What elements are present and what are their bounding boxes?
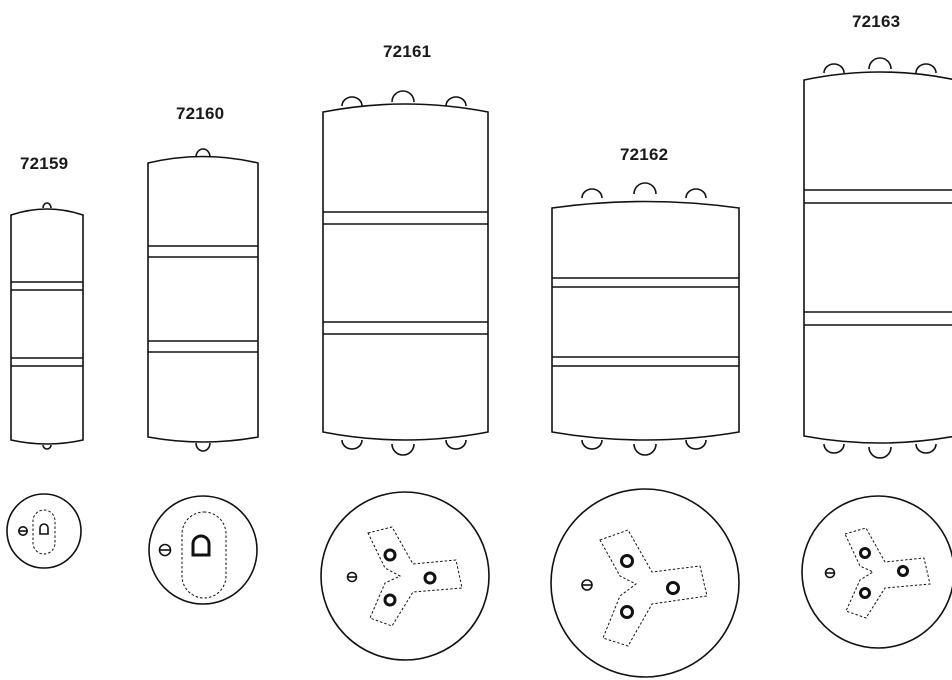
fender-72161-end-view	[320, 491, 490, 661]
product-label-72159: 72159	[20, 154, 69, 173]
fender-72161-side-view	[322, 90, 489, 456]
fender-72162-side-view	[551, 182, 740, 456]
product-label-72161: 72161	[383, 42, 432, 61]
fender-72160-end-view	[148, 495, 258, 605]
fender-72160-side-view	[147, 148, 259, 452]
fender-72162-end-view	[550, 488, 740, 678]
product-label-72162: 72162	[620, 145, 669, 164]
product-label-72163: 72163	[852, 12, 901, 31]
fender-72159-side-view	[10, 202, 84, 450]
fender-72159-end-view	[6, 493, 82, 569]
fender-72163-side-view	[803, 57, 952, 459]
fender-72163-end-view	[801, 495, 952, 649]
product-label-72160: 72160	[176, 104, 225, 123]
